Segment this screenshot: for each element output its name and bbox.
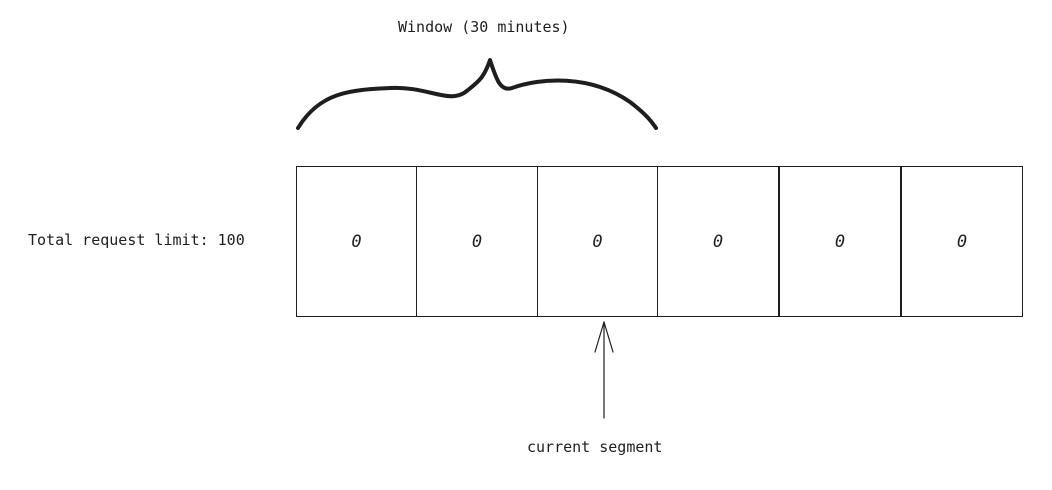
segment-box: 0 [779,166,901,317]
segment-box-current: 0 [537,166,658,317]
segment-count: 0 [712,231,724,252]
window-brace [296,58,658,130]
current-segment-label: current segment [527,438,663,456]
total-limit-label: Total request limit: 100 [28,231,245,249]
window-label: Window (30 minutes) [398,18,570,36]
segment-row: 0 0 0 0 0 0 [296,166,1023,319]
segment-count: 0 [592,231,603,252]
segment-box: 0 [901,166,1023,317]
segment-count: 0 [834,231,846,252]
segment-count: 0 [471,231,483,252]
segment-count: 0 [956,231,968,252]
current-segment-arrow [594,321,614,419]
segment-box: 0 [296,166,417,317]
segment-box: 0 [416,166,538,317]
segment-box: 0 [657,166,779,317]
segment-count: 0 [351,231,362,252]
